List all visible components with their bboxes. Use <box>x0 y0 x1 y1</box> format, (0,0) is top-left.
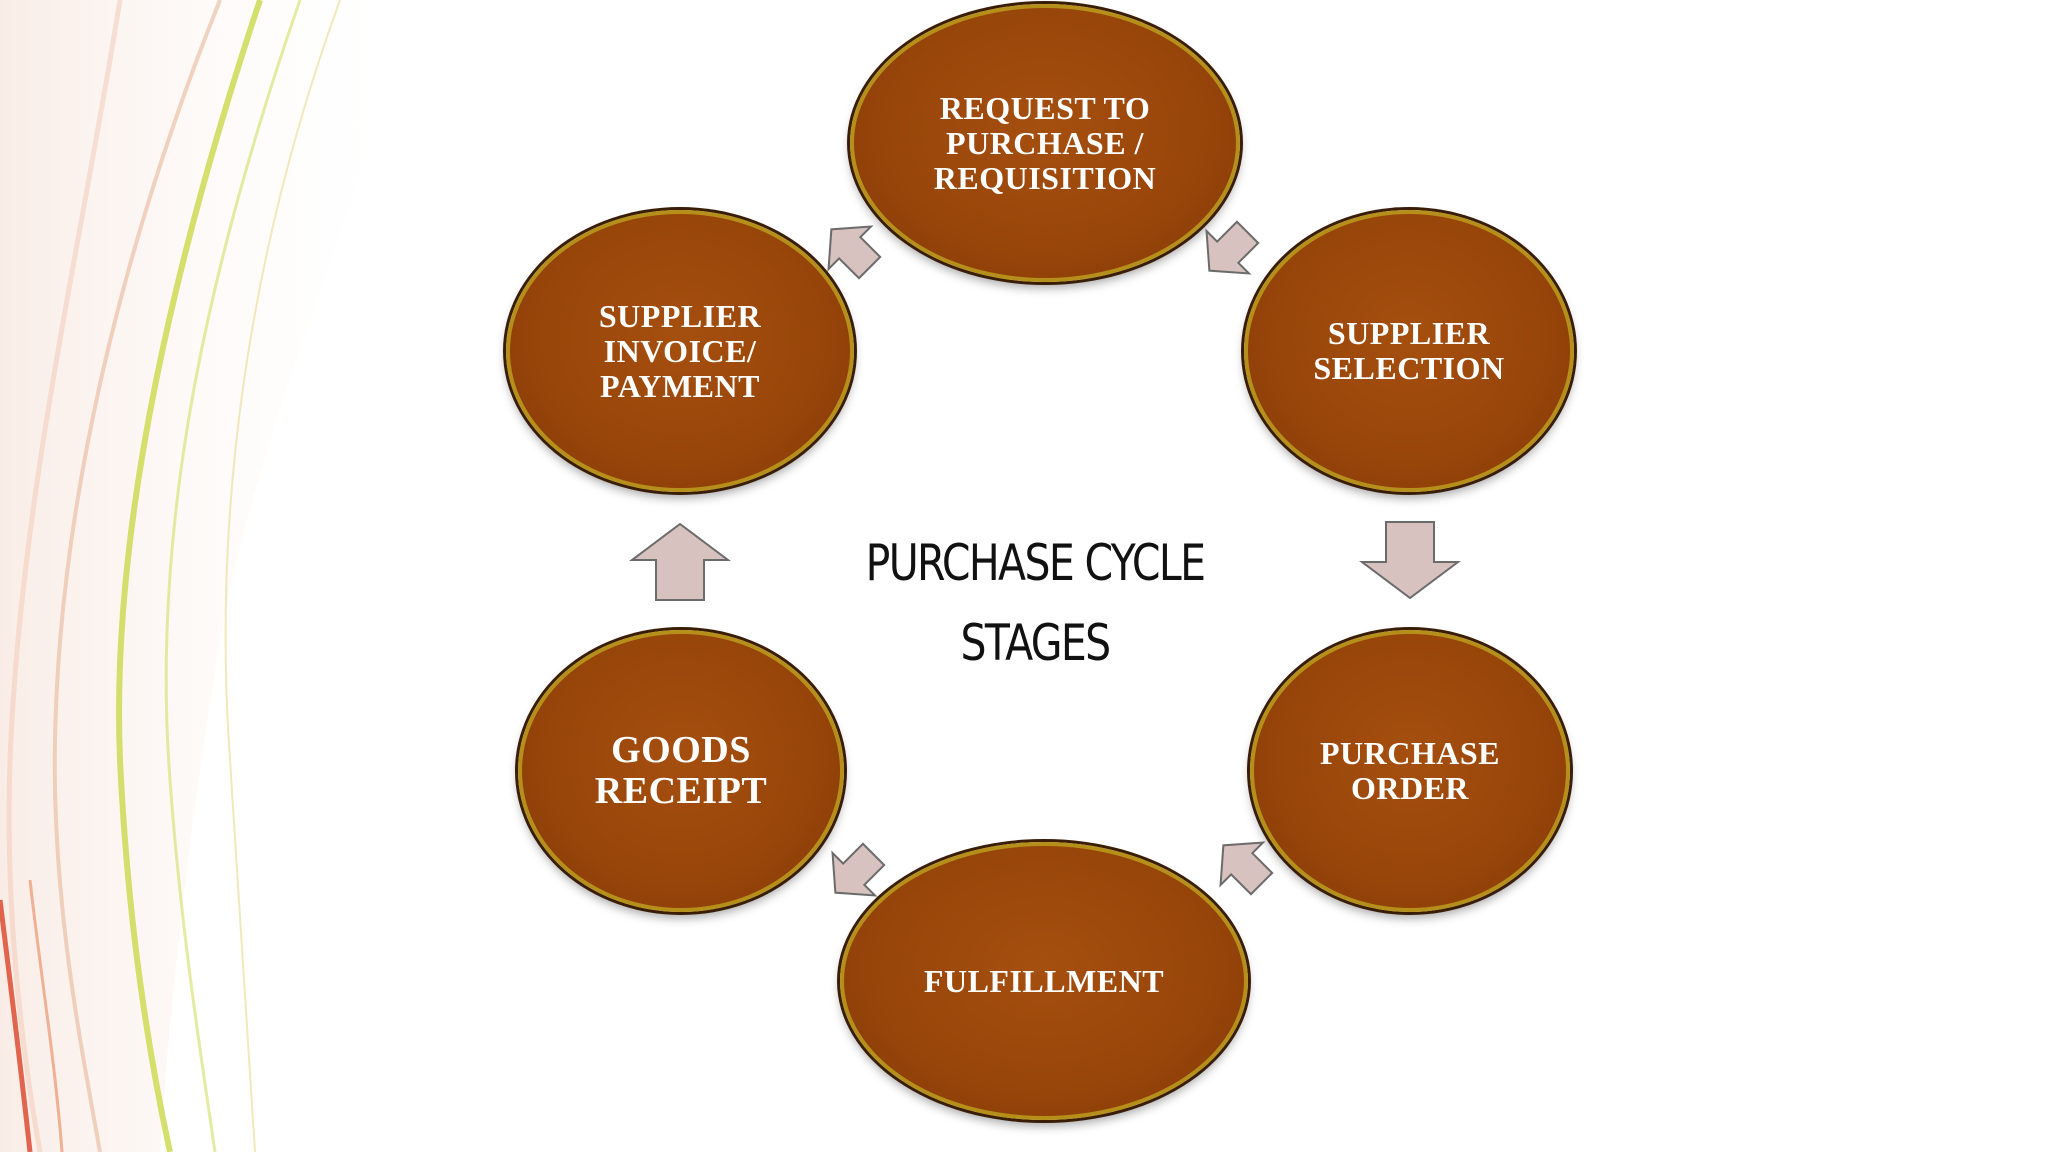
stage-request-to-purchase: REQUEST TO PURCHASE / REQUISITION <box>850 4 1240 282</box>
stage-supplier-invoice-payment: SUPPLIER INVOICE/ PAYMENT <box>506 210 854 492</box>
stage-label: REQUEST TO PURCHASE / REQUISITION <box>933 89 1157 196</box>
stage-label: PURCHASE ORDER <box>1319 735 1500 806</box>
stage-goods-receipt: GOODS RECEIPT <box>518 630 844 912</box>
stage-label: GOODS RECEIPT <box>594 729 768 812</box>
stage-fulfillment: FULFILLMENT <box>840 842 1248 1120</box>
arrow-request-to-selection <box>1205 220 1260 275</box>
stage-supplier-selection: SUPPLIER SELECTION <box>1244 210 1574 492</box>
stage-purchase-order: PURCHASE ORDER <box>1250 630 1570 912</box>
diagram-title-line1: PURCHASE CYCLE <box>865 534 1206 592</box>
arrow-selection-to-order <box>1359 521 1461 600</box>
stage-label: SUPPLIER INVOICE/ PAYMENT <box>598 297 762 404</box>
arrow-order-to-fulfillment <box>1219 841 1274 896</box>
stage-label: SUPPLIER SELECTION <box>1313 315 1505 386</box>
stage-label: FULFILLMENT <box>923 962 1165 999</box>
diagram-title-line2: STAGES <box>960 614 1111 672</box>
arrow-receipt-to-invoice <box>629 522 731 601</box>
arrow-fulfillment-to-receipt <box>831 842 886 897</box>
arrow-invoice-to-request <box>827 225 882 280</box>
